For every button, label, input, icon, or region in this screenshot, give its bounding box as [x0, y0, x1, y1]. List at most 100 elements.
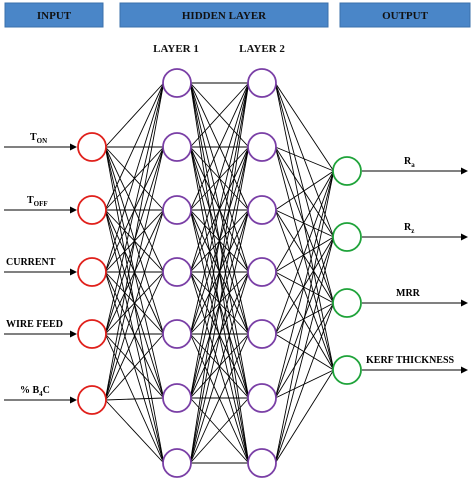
- hidden2-neuron-5: [247, 319, 277, 349]
- connection-input-4-hidden1-7: [104, 333, 165, 464]
- input-label-2-main: T: [27, 195, 34, 206]
- output-arrow-1: [362, 167, 468, 175]
- connection-input-5-hidden1-6: [105, 397, 164, 401]
- connection-input-1-hidden1-1: [104, 82, 165, 148]
- header-output-label: OUTPUT: [382, 10, 429, 22]
- connection-hidden2-2-output-2: [274, 146, 335, 238]
- connection-hidden2-1-output-4: [274, 82, 335, 371]
- header-input: INPUT: [4, 2, 104, 28]
- connection-input-3-hidden1-1: [104, 82, 165, 273]
- header-output: OUTPUT: [339, 2, 471, 28]
- connection-hidden2-1-output-2: [274, 82, 335, 238]
- input-label-1-sub: ON: [37, 137, 48, 145]
- input-label-5-tail: C: [43, 385, 50, 396]
- output-arrow-3: [362, 299, 468, 307]
- hidden2-neuron-4: [247, 257, 277, 287]
- connection-hidden2-3-output-2: [275, 209, 334, 238]
- connection-hidden1-2-hidden2-1: [189, 82, 250, 148]
- connection-hidden2-7-output-3: [274, 302, 335, 464]
- connection-hidden2-3-output-1: [275, 170, 334, 211]
- connection-hidden2-7-output-1: [274, 170, 335, 464]
- neurons: [77, 68, 362, 478]
- connection-hidden2-2-output-4: [274, 146, 335, 371]
- output-label-2-main: R: [404, 222, 412, 233]
- hidden1-neuron-4: [162, 257, 192, 287]
- hidden2-neuron-3: [247, 195, 277, 225]
- input-label-3: CURRENT: [6, 257, 56, 268]
- connection-hidden2-1-output-1: [274, 82, 335, 172]
- connection-hidden1-3-hidden2-1: [189, 82, 250, 211]
- output-label-4-main: KERF THICKNESS: [366, 355, 455, 366]
- output-neuron-1: [332, 156, 362, 186]
- connection-input-5-hidden1-5: [104, 333, 165, 401]
- connection-input-4-hidden1-4: [104, 271, 165, 335]
- input-arrow-2: [4, 206, 77, 214]
- connection-hidden2-1-output-3: [274, 82, 335, 304]
- input-arrow-5: [4, 396, 77, 404]
- input-arrow-4: [4, 330, 77, 338]
- connection-hidden1-7-hidden2-6: [189, 397, 250, 464]
- input-label-4: WIRE FEED: [6, 319, 63, 330]
- input-label-2: TOFF: [27, 195, 48, 208]
- connection-hidden1-7-hidden2-5: [189, 333, 250, 464]
- connection-hidden1-7-hidden2-1: [189, 82, 250, 464]
- output-label-2: Rz: [404, 222, 414, 235]
- input-label-4-main: WIRE FEED: [6, 319, 63, 330]
- connection-input-4-hidden1-6: [104, 333, 165, 399]
- hidden2-neuron-7: [247, 448, 277, 478]
- connection-hidden2-2-output-1: [275, 146, 334, 172]
- input-neuron-2: [77, 195, 107, 225]
- hidden2-neuron-2: [247, 132, 277, 162]
- connection-input-5-hidden1-4: [104, 271, 165, 401]
- hidden2-neuron-6: [247, 383, 277, 413]
- hidden1-neuron-6: [162, 383, 192, 413]
- connection-hidden2-4-output-4: [274, 271, 335, 371]
- input-neuron-4: [77, 319, 107, 349]
- connection-hidden1-5-hidden2-1: [189, 82, 250, 335]
- connection-hidden1-7-hidden2-3: [189, 209, 250, 464]
- connection-input-5-hidden1-1: [104, 82, 165, 401]
- connection-hidden1-7-hidden2-4: [189, 271, 250, 464]
- output-label-1-sub: a: [411, 161, 415, 169]
- output-label-4: KERF THICKNESS: [366, 355, 455, 366]
- connection-input-5-hidden1-7: [104, 399, 165, 464]
- input-neuron-5: [77, 385, 107, 415]
- header-input-label: INPUT: [37, 10, 72, 22]
- header-hidden-label: HIDDEN LAYER: [182, 10, 267, 22]
- input-label-5-main: % B: [20, 385, 40, 396]
- input-arrow-3: [4, 268, 77, 276]
- input-label-1: TON: [30, 132, 47, 145]
- connection-hidden2-4-output-2: [275, 236, 334, 273]
- output-neuron-3: [332, 288, 362, 318]
- connection-input-4-hidden1-1: [104, 82, 165, 335]
- layer1-title: LAYER 1: [153, 43, 199, 55]
- input-neuron-1: [77, 132, 107, 162]
- output-label-1: Ra: [404, 156, 415, 169]
- hidden1-neuron-2: [162, 132, 192, 162]
- input-label-5-sub: 4: [39, 390, 43, 398]
- connection-lines: [104, 82, 335, 464]
- output-label-3: MRR: [396, 288, 421, 299]
- hidden1-neuron-1: [162, 68, 192, 98]
- input-arrow-1: [4, 143, 77, 151]
- output-neuron-4: [332, 355, 362, 385]
- connection-hidden2-5-output-4: [275, 333, 334, 371]
- connection-hidden2-4-output-3: [275, 271, 334, 304]
- connection-input-5-hidden1-2: [104, 146, 165, 401]
- output-label-2-sub: z: [411, 227, 414, 235]
- input-label-1-main: T: [30, 132, 37, 143]
- connection-hidden1-4-hidden2-1: [189, 82, 250, 273]
- input-label-5: % B4C: [20, 385, 50, 398]
- connection-hidden1-6-hidden2-1: [189, 82, 250, 399]
- connection-hidden2-3-output-4: [274, 209, 335, 371]
- io-arrows: [4, 143, 468, 404]
- layer2-title: LAYER 2: [239, 43, 285, 55]
- hidden2-neuron-1: [247, 68, 277, 98]
- input-label-2-sub: OFF: [34, 200, 48, 208]
- connection-hidden1-7-hidden2-2: [189, 146, 250, 464]
- input-label-3-main: CURRENT: [6, 257, 56, 268]
- connection-hidden2-7-output-2: [274, 236, 335, 464]
- output-arrow-4: [362, 366, 468, 374]
